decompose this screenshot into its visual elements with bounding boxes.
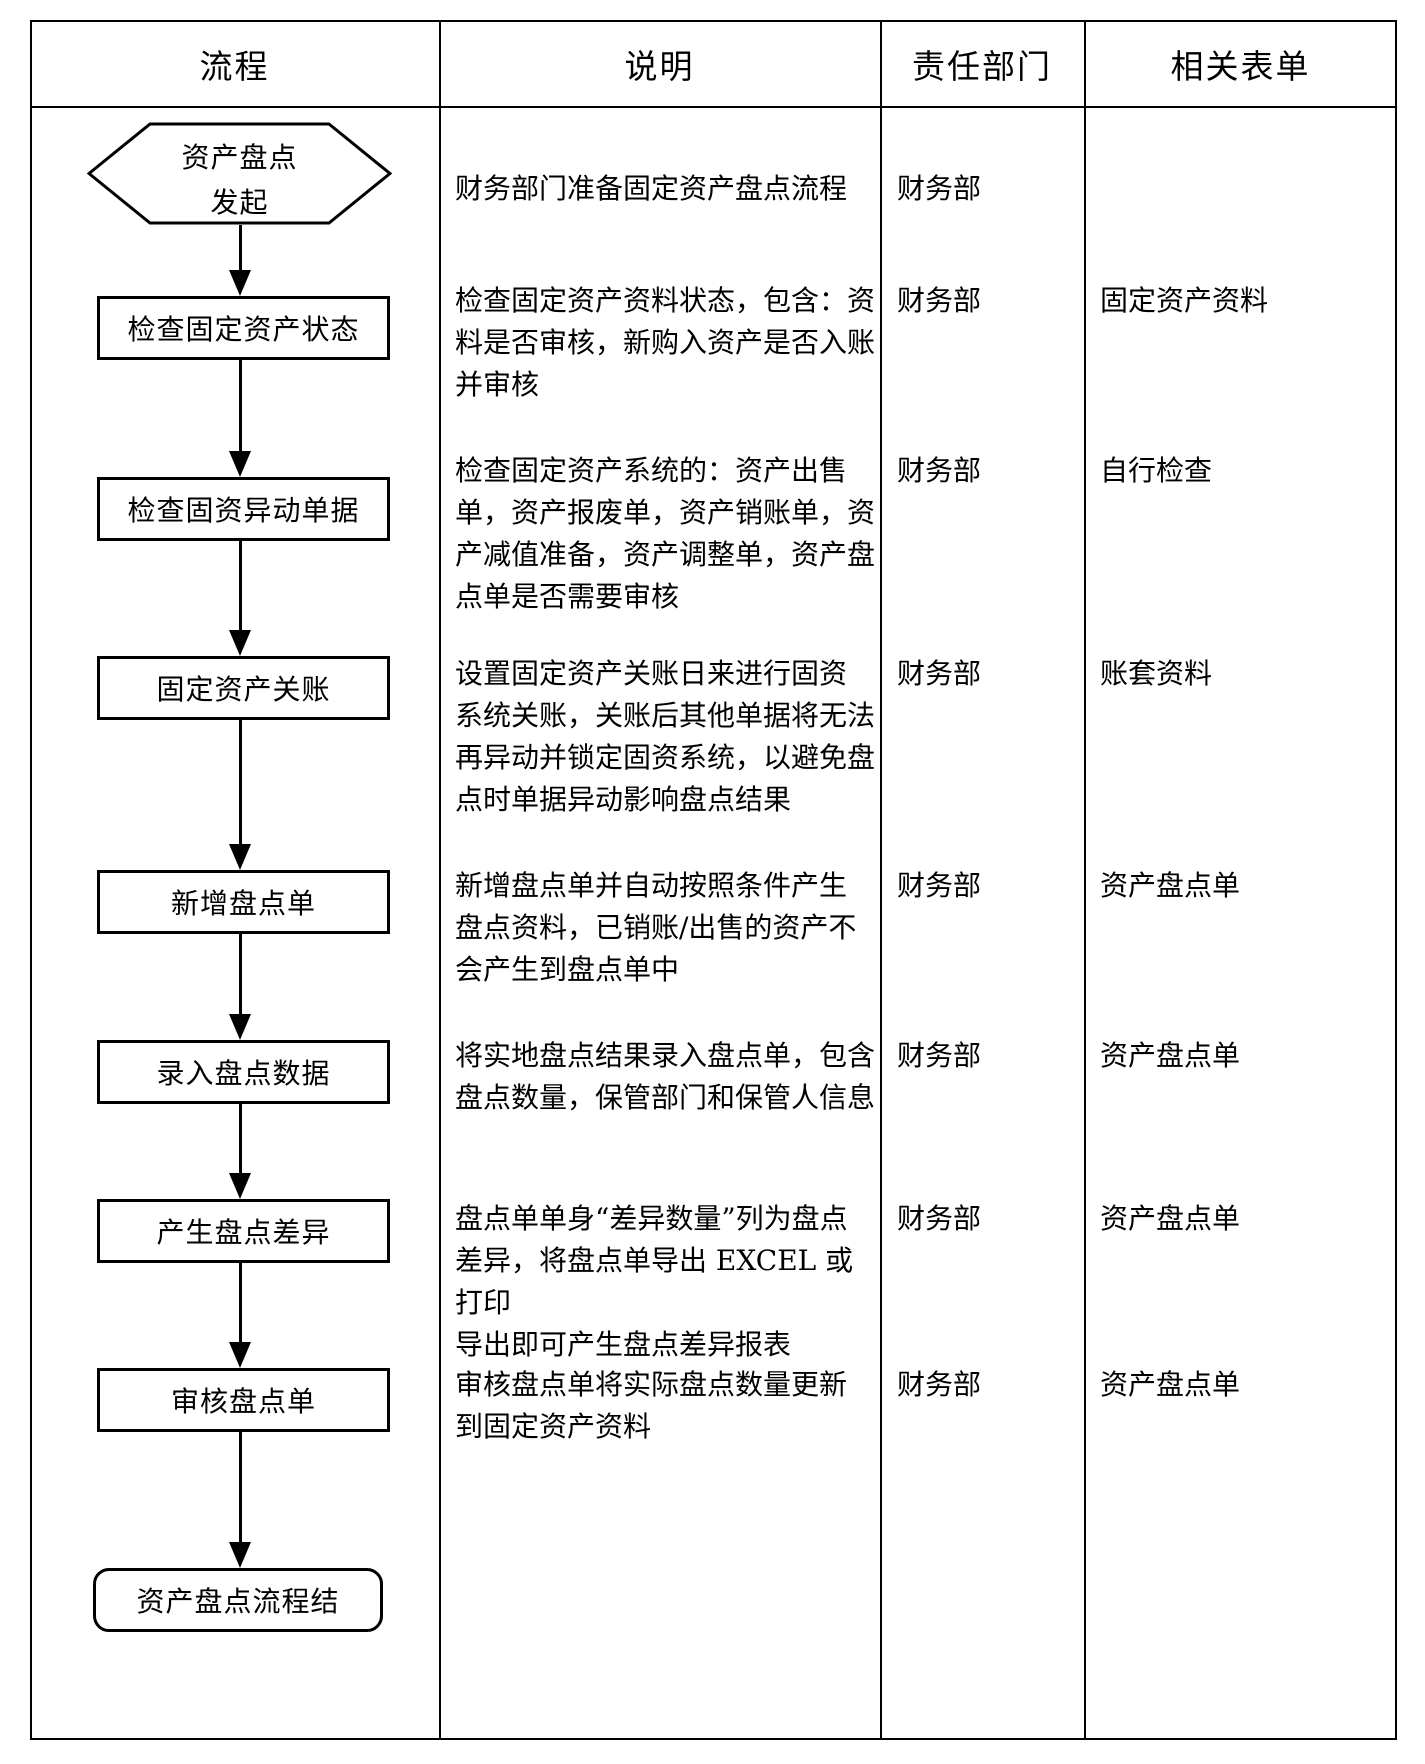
flow-arrow-4: [229, 720, 251, 870]
step-box-new-count-sheet: 新增盘点单: [97, 870, 390, 934]
description-row-5: 新增盘点单并自动按照条件产生 盘点资料，已销账/出售的资产不 会产生到盘点单中: [455, 869, 857, 986]
form-row-3: 自行检查: [1100, 454, 1213, 487]
arrowhead-icon: [229, 270, 251, 296]
flow-arrow-8: [229, 1432, 251, 1568]
form-row-7: 资产盘点单: [1100, 1202, 1241, 1235]
description-row-2: 检查固定资产资料状态，包含：资 料是否审核，新购入资产是否入账 并审核: [455, 284, 876, 401]
header-process: 流程: [199, 47, 270, 86]
department-row-3: 财务部: [897, 454, 982, 487]
step-box-close-accounts: 固定资产关账: [97, 656, 390, 720]
department-row-7: 财务部: [897, 1202, 982, 1235]
arrowhead-icon: [229, 630, 251, 656]
header-department: 责任部门: [912, 47, 1052, 86]
department-row-1: 财务部: [897, 172, 982, 205]
end-node: 资产盘点流程结: [93, 1568, 383, 1632]
start-label-line2: 发起: [210, 185, 269, 219]
department-row-6: 财务部: [897, 1039, 982, 1072]
start-label-line1: 资产盘点: [181, 140, 298, 174]
form-row-2: 固定资产资料: [1100, 284, 1269, 317]
header-description: 说明: [624, 47, 695, 86]
description-row-4: 设置固定资产关账日来进行固资 系统关账，关账后其他单据将无法 再异动并锁定固资系…: [455, 657, 876, 816]
arrowhead-icon: [229, 1342, 251, 1368]
form-row-6: 资产盘点单: [1100, 1039, 1241, 1072]
start-node-label: 资产盘点 发起: [87, 128, 392, 231]
header-forms: 相关表单: [1170, 47, 1311, 86]
description-row-3: 检查固定资产系统的：资产出售 单，资产报废单，资产销账单，资 产减值准备，资产调…: [455, 454, 876, 613]
arrowhead-icon: [229, 451, 251, 477]
description-row-6: 将实地盘点结果录入盘点单，包含 盘点数量，保管部门和保管人信息: [455, 1039, 876, 1114]
description-row-1: 财务部门准备固定资产盘点流程: [455, 172, 848, 205]
form-row-8: 资产盘点单: [1100, 1368, 1241, 1401]
hexagon-shape: [87, 122, 392, 225]
form-row-5: 资产盘点单: [1100, 869, 1241, 902]
column-divider-2: [880, 20, 882, 1738]
step-box-audit-count-sheet: 审核盘点单: [97, 1368, 390, 1432]
flow-arrow-3: [229, 541, 251, 656]
flow-arrow-7: [229, 1263, 251, 1368]
arrowhead-icon: [229, 1014, 251, 1040]
flow-arrow-6: [229, 1104, 251, 1199]
table-border: [30, 20, 1397, 1740]
column-divider-1: [439, 20, 441, 1738]
department-row-5: 财务部: [897, 869, 982, 902]
step-box-enter-count-data: 录入盘点数据: [97, 1040, 390, 1104]
header-divider: [30, 106, 1397, 108]
start-node: 资产盘点 发起: [87, 122, 392, 225]
department-row-2: 财务部: [897, 284, 982, 317]
description-row-8: 审核盘点单将实际盘点数量更新 到固定资产资料: [455, 1368, 848, 1443]
form-row-4: 账套资料: [1100, 657, 1213, 690]
description-row-7: 盘点单单身“差异数量”列为盘点 差异，将盘点单导出 EXCEL 或打印 导出即可…: [455, 1202, 854, 1361]
arrowhead-icon: [229, 1173, 251, 1199]
department-row-8: 财务部: [897, 1368, 982, 1401]
arrowhead-icon: [229, 844, 251, 870]
step-box-check-asset-status: 检查固定资产状态: [97, 296, 390, 360]
flow-arrow-5: [229, 934, 251, 1040]
column-divider-3: [1084, 20, 1086, 1738]
step-box-generate-difference: 产生盘点差异: [97, 1199, 390, 1263]
step-box-check-change-docs: 检查固资异动单据: [97, 477, 390, 541]
flow-arrow-1: [229, 225, 251, 296]
arrowhead-icon: [229, 1542, 251, 1568]
flow-arrow-2: [229, 360, 251, 477]
department-row-4: 财务部: [897, 657, 982, 690]
